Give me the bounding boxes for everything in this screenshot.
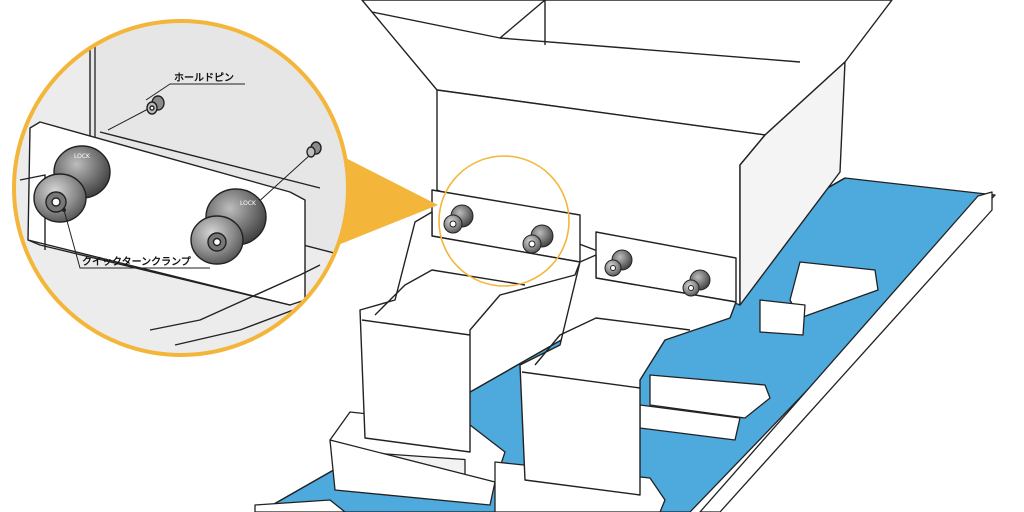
chute-left xyxy=(359,211,581,453)
quick-turn-clamp-icon xyxy=(604,249,633,277)
tray xyxy=(789,261,879,319)
hold-pin-icon xyxy=(146,95,165,115)
hopper-clamps xyxy=(443,204,711,297)
quick-turn-clamp-icon: LOCK xyxy=(190,188,267,265)
lock-marking: LOCK xyxy=(74,153,91,160)
conveyor-side-rail xyxy=(699,191,993,512)
lock-marking: LOCK xyxy=(240,200,257,207)
quick-clamp-label: クイックターンクランプ xyxy=(82,255,192,268)
tray xyxy=(254,499,346,512)
magnifier-connector xyxy=(330,150,438,245)
magnifier-target-circle xyxy=(438,155,570,287)
chute-right xyxy=(519,254,737,496)
quick-turn-clamp-icon xyxy=(682,269,711,297)
magnifier-circle-icon: LOCK LOCK xyxy=(12,19,350,357)
hold-pin-label: ホールドピン xyxy=(174,72,234,84)
tray xyxy=(759,299,806,336)
quick-turn-clamp-icon xyxy=(443,204,474,234)
quick-turn-clamp-icon: LOCK xyxy=(33,145,111,223)
tray xyxy=(649,374,771,419)
quick-turn-clamp-icon xyxy=(522,224,554,254)
tray xyxy=(329,439,496,506)
hold-pin-icon xyxy=(306,141,322,158)
